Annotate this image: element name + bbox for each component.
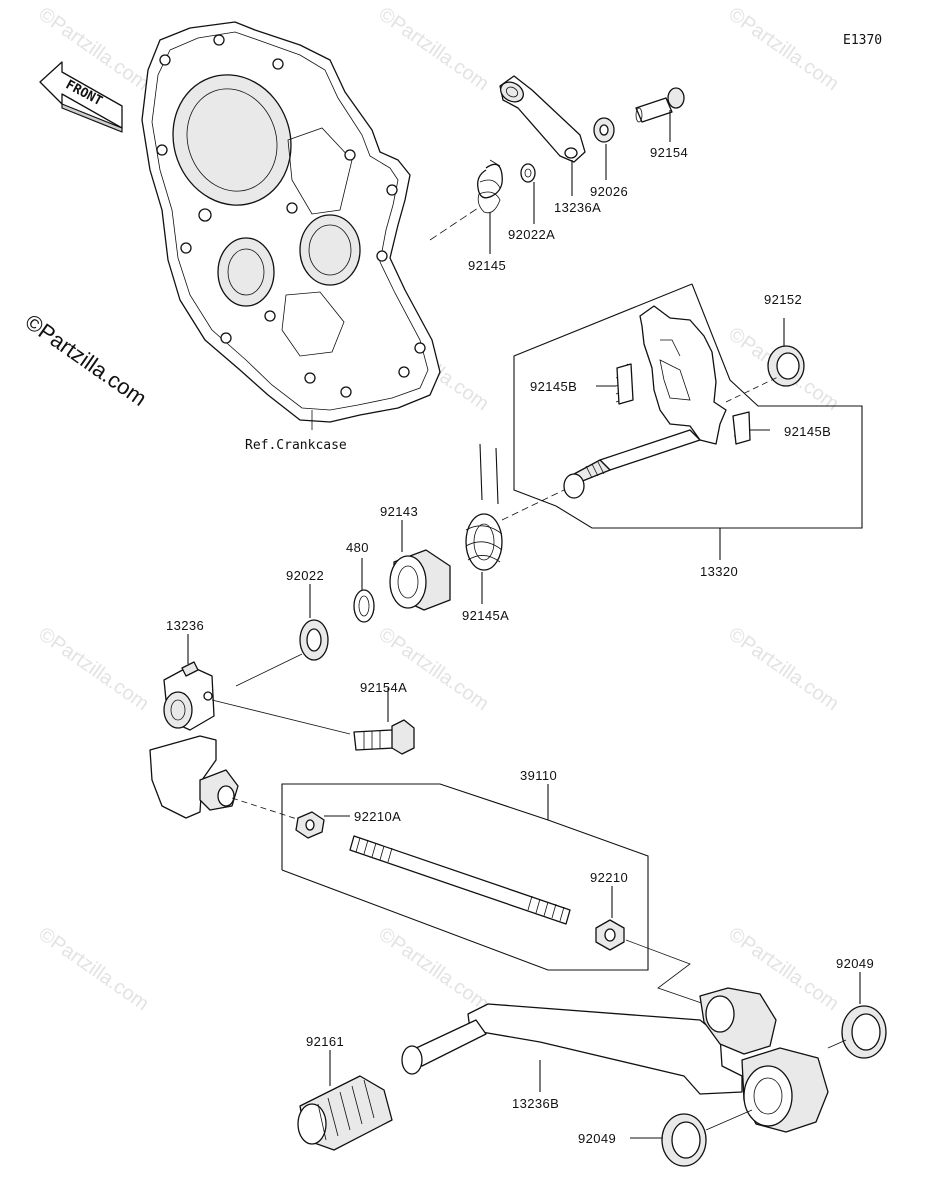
callout-92210A: 92210A bbox=[354, 809, 401, 824]
crankcase-housing bbox=[141, 21, 441, 430]
part-92152-seal[interactable] bbox=[767, 345, 805, 387]
watermark-text: ©Partzilla.com bbox=[34, 923, 152, 1015]
callout-92152: 92152 bbox=[764, 292, 802, 307]
part-13320-shift-shaft[interactable] bbox=[563, 305, 727, 499]
brand-mark: ©Partzilla.com bbox=[21, 309, 152, 411]
callout-480: 480 bbox=[346, 540, 369, 555]
watermark-text: ©Partzilla.com bbox=[374, 3, 492, 95]
part-92145B-spring-left[interactable] bbox=[615, 363, 634, 405]
callout-13236A: 13236A bbox=[554, 200, 601, 215]
callout-92049-right: 92049 bbox=[836, 956, 874, 971]
assembly-13320-frame-right bbox=[555, 283, 863, 529]
part-13236B-shift-pedal[interactable] bbox=[401, 987, 829, 1133]
assembly-13320-frame-left bbox=[513, 283, 693, 507]
part-13236-shift-lever[interactable] bbox=[149, 661, 239, 819]
callout-92154: 92154 bbox=[650, 145, 688, 160]
assembly-39110-frame-top bbox=[281, 783, 649, 940]
part-92161-pedal-rubber[interactable] bbox=[297, 1075, 393, 1151]
watermark-text: ©Partzilla.com bbox=[34, 623, 152, 715]
watermark-text: ©Partzilla.com bbox=[374, 923, 492, 1015]
watermark-text: ©Partzilla.com bbox=[724, 3, 842, 95]
part-480-circlip[interactable] bbox=[353, 589, 375, 623]
part-92154-bolt[interactable] bbox=[635, 87, 685, 123]
brand-mark-text: ©Partzilla.com bbox=[21, 309, 152, 411]
callout-13236B: 13236B bbox=[512, 1096, 559, 1111]
callout-92145B-left: 92145B bbox=[530, 379, 577, 394]
part-13236A[interactable] bbox=[497, 75, 586, 163]
callout-92143: 92143 bbox=[380, 504, 418, 519]
part-92022A-washer[interactable] bbox=[520, 163, 536, 183]
callout-92145A: 92145A bbox=[462, 608, 509, 623]
callout-92154A: 92154A bbox=[360, 680, 407, 695]
part-92049-seal-left[interactable] bbox=[661, 1113, 707, 1167]
part-92145-spring[interactable] bbox=[477, 159, 503, 214]
callout-92049-left: 92049 bbox=[578, 1131, 616, 1146]
watermark-text: ©Partzilla.com bbox=[724, 623, 842, 715]
part-tie-rod[interactable] bbox=[349, 835, 571, 925]
callout-92161: 92161 bbox=[306, 1034, 344, 1049]
callout-92022A: 92022A bbox=[508, 227, 555, 242]
part-92210-nut[interactable] bbox=[595, 919, 625, 951]
watermark-text: ©Partzilla.com bbox=[374, 623, 492, 715]
part-92049-seal-right[interactable] bbox=[841, 1005, 887, 1059]
ref-crankcase-label: Ref.Crankcase bbox=[245, 438, 347, 453]
assembly-39110-frame-bottom bbox=[281, 869, 649, 971]
part-92026-washer[interactable] bbox=[593, 117, 615, 143]
part-92143-collar[interactable] bbox=[389, 549, 451, 611]
diagram-code: E1370 bbox=[843, 33, 882, 48]
callout-13320: 13320 bbox=[700, 564, 738, 579]
callout-92026: 92026 bbox=[590, 184, 628, 199]
callout-92145: 92145 bbox=[468, 258, 506, 273]
callout-92145B-right: 92145B bbox=[784, 424, 831, 439]
part-92022-washer[interactable] bbox=[299, 619, 329, 661]
part-92145A-return-spring[interactable] bbox=[465, 443, 503, 571]
callout-92210: 92210 bbox=[590, 870, 628, 885]
part-92145B-spring-right[interactable] bbox=[732, 411, 751, 445]
callout-13236: 13236 bbox=[166, 618, 204, 633]
part-92154A-bolt[interactable] bbox=[353, 719, 415, 755]
callout-39110: 39110 bbox=[520, 768, 557, 783]
part-92210A-nut[interactable] bbox=[295, 811, 325, 839]
callout-92022: 92022 bbox=[286, 568, 324, 583]
